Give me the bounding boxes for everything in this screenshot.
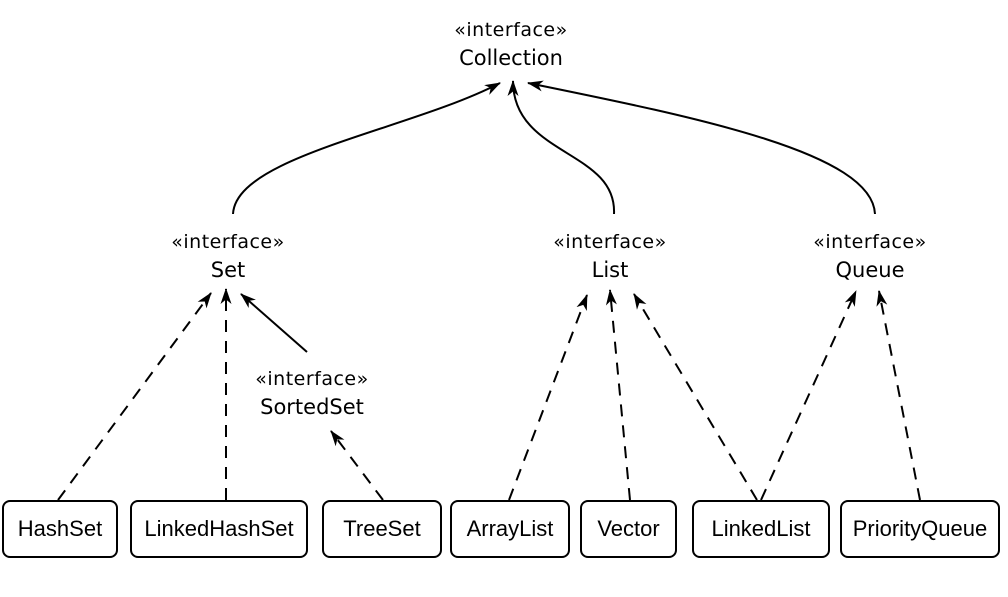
class-box-treeset: TreeSet (322, 500, 442, 558)
list-name: List (591, 258, 629, 282)
set-name: Set (210, 258, 246, 282)
queue-stereotype: «interface» (813, 231, 927, 253)
edge-treeset-sortedset (330, 430, 384, 501)
edge-queue-collection (527, 80, 876, 215)
interface-queue: «interface» Queue (813, 228, 927, 284)
collection-name: Collection (459, 46, 563, 70)
queue-name: Queue (835, 258, 905, 282)
linkedhashset-label: LinkedHashSet (144, 516, 294, 541)
edge-sortedset-set (240, 293, 308, 353)
class-box-hashset: HashSet (2, 500, 118, 558)
class-box-arraylist: ArrayList (450, 500, 570, 558)
sortedset-stereotype: «interface» (255, 368, 369, 390)
edge-list-collection (507, 80, 616, 215)
edge-arraylist-list (508, 294, 588, 501)
arraylist-label: ArrayList (466, 516, 554, 541)
edge-priorityqueue-queue (876, 290, 921, 501)
edge-linkedlist-queue (760, 290, 857, 501)
priorityqueue-label: PriorityQueue (852, 516, 988, 541)
interface-set: «interface» Set (171, 228, 285, 284)
class-box-linkedhashset: LinkedHashSet (130, 500, 308, 558)
linkedlist-label: LinkedList (711, 516, 811, 541)
edge-vector-list (605, 289, 631, 501)
interface-list: «interface» List (553, 228, 667, 284)
treeset-label: TreeSet (343, 516, 421, 541)
set-stereotype: «interface» (171, 231, 285, 253)
class-box-linkedlist: LinkedList (692, 500, 830, 558)
interface-sortedset: «interface» SortedSet (255, 365, 369, 421)
hashset-label: HashSet (17, 516, 103, 541)
class-box-vector: Vector (580, 500, 677, 558)
vector-label: Vector (597, 516, 660, 541)
interface-collection: «interface» Collection (454, 16, 568, 72)
collection-stereotype: «interface» (454, 19, 568, 41)
edge-hashset-set (57, 292, 212, 501)
edge-linkedlist-list (633, 293, 758, 501)
edge-set-collection (232, 82, 501, 215)
class-box-priorityqueue: PriorityQueue (840, 500, 1000, 558)
list-stereotype: «interface» (553, 231, 667, 253)
sortedset-name: SortedSet (260, 395, 364, 419)
